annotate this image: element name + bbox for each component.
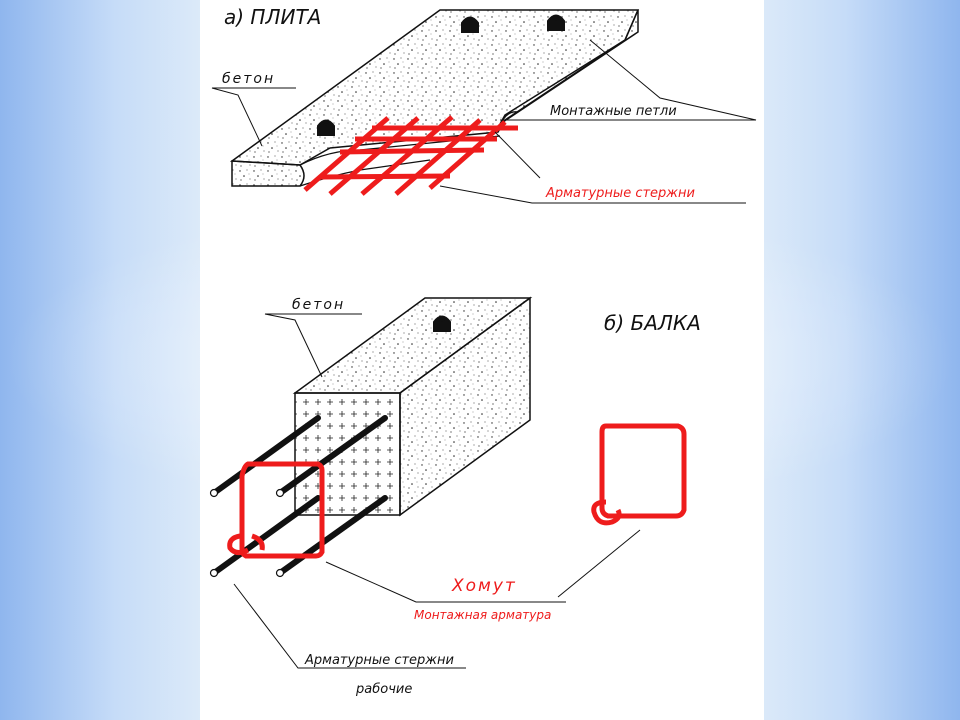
beam-title: б) БАЛКА (604, 311, 701, 335)
stirrup-label: Хомут (451, 576, 517, 596)
lifting-loops-label: Монтажные петли (550, 104, 677, 119)
standalone-stirrup (591, 423, 687, 526)
beam-cross-section (294, 392, 401, 516)
lifting-loop-icon (461, 16, 479, 33)
slab-front-face (231, 160, 305, 187)
slab-concrete-label: бетон (222, 71, 275, 87)
slab-drawing (211, 9, 757, 204)
slab-leader-lines (211, 39, 757, 204)
working-rebar-label: Арматурные стержни (304, 653, 454, 668)
lifting-loop-icon (317, 119, 335, 136)
mounting-rebar-label: Монтажная арматура (414, 608, 551, 622)
beam-leader-lines (233, 313, 641, 669)
working-rebar-sublabel: рабочие (355, 682, 412, 697)
beam-concrete-label: бетон (292, 297, 345, 313)
slab-rebar-mesh (303, 115, 518, 196)
lifting-loop-icon (547, 14, 565, 31)
beam-stirrup (227, 461, 325, 559)
slab-rebar-label: Арматурные стержни (545, 186, 695, 201)
beam-drawing (209, 296, 687, 669)
slab-title: а) ПЛИТА (224, 5, 321, 29)
lifting-loop-icon (433, 315, 451, 332)
beam-rebars (211, 415, 388, 576)
rebar-ends (209, 488, 285, 578)
